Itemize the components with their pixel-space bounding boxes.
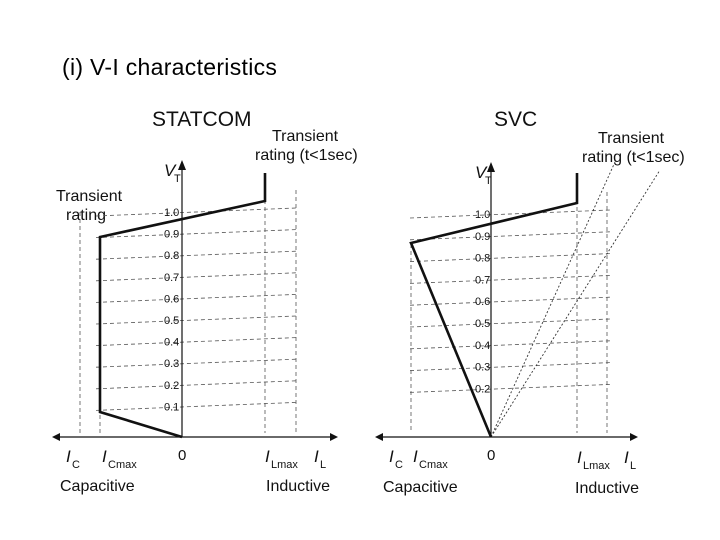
statcom-grid-line	[95, 250, 297, 260]
statcom-chart: STATCOM Transient rating (t<1sec) Transi…	[52, 108, 358, 495]
svc-icmax-main: I	[413, 447, 418, 466]
svc-grid-line	[409, 209, 611, 219]
statcom-tick-label: 0.1	[164, 401, 179, 413]
svc-tick-label: 0.9	[475, 231, 490, 243]
svc-icmax-sub: Cmax	[419, 459, 448, 471]
svc-x-arrow-left	[375, 433, 383, 441]
statcom-x-arrow-right	[330, 433, 338, 441]
statcom-inductive-label: Inductive	[266, 478, 330, 495]
svc-tick-label: 0.8	[475, 253, 490, 265]
svc-transient-right-line2: rating (t<1sec)	[582, 149, 685, 166]
statcom-tick-label: 0.5	[164, 315, 179, 327]
statcom-tick-label: 0.7	[164, 272, 179, 284]
svc-inductive-label: Inductive	[575, 480, 639, 497]
statcom-vt-main: V	[164, 161, 177, 180]
svc-grid-line	[409, 253, 611, 262]
svc-tick-label: 1.0	[475, 209, 490, 221]
svc-ic-sub: C	[395, 459, 403, 471]
svc-ilmax-main: I	[577, 448, 582, 467]
svc-grid	[409, 192, 611, 433]
statcom-tick-label: 1.0	[164, 207, 179, 219]
slide-title: (i) V-I characteristics	[62, 54, 278, 80]
statcom-transient-left-line2: rating	[66, 207, 106, 224]
statcom-vi-curve	[98, 173, 267, 439]
statcom-grid-line	[95, 229, 297, 238]
statcom-grid-line	[95, 358, 297, 368]
svc-grid-line	[409, 275, 611, 284]
statcom-icmax-main: I	[102, 447, 107, 466]
statcom-capacitive-label: Capacitive	[60, 478, 135, 495]
svc-grid-line	[409, 318, 611, 328]
svc-il-sub: L	[630, 460, 636, 472]
svc-grid-line	[409, 296, 611, 306]
statcom-tick-label: 0.6	[164, 293, 179, 305]
svc-y-arrow	[487, 162, 495, 172]
svc-il-main: I	[624, 448, 629, 467]
statcom-y-axis-label: V T	[164, 161, 181, 185]
svc-tick-label: 0.5	[475, 318, 490, 330]
svc-capacitive-label: Capacitive	[383, 479, 458, 496]
svc-transient-right-line1: Transient	[598, 130, 665, 147]
svc-grid-line	[409, 340, 611, 350]
statcom-transient-right-line1: Transient	[272, 128, 339, 145]
statcom-x-arrow-left	[52, 433, 60, 441]
statcom-tick-label: 0.3	[164, 358, 179, 370]
svc-grid-line	[409, 384, 611, 393]
statcom-grid-line	[95, 380, 297, 390]
statcom-x-labels: I C I Cmax 0 I Lmax I L	[66, 447, 326, 471]
statcom-zero: 0	[178, 447, 186, 464]
svc-zero: 0	[487, 447, 495, 464]
svc-tick-label: 0.6	[475, 296, 490, 308]
statcom-icmax-sub: Cmax	[108, 459, 137, 471]
statcom-il-sub: L	[320, 459, 326, 471]
svc-tick-label: 0.4	[475, 340, 490, 352]
svc-grid-line	[409, 231, 611, 241]
svc-vt-main: V	[475, 163, 488, 182]
statcom-tick-label: 0.2	[164, 380, 179, 392]
statcom-tick-label: 0.8	[164, 250, 179, 262]
statcom-grid-line	[95, 207, 297, 217]
statcom-tick-label: 0.9	[164, 229, 179, 241]
statcom-grid-line	[95, 315, 297, 325]
statcom-grid-line	[95, 294, 297, 303]
svc-title: SVC	[494, 108, 537, 131]
statcom-ilmax-main: I	[265, 447, 270, 466]
statcom-grid	[79, 190, 297, 433]
statcom-tick-label: 0.4	[164, 337, 179, 349]
statcom-grid-line	[95, 272, 297, 282]
statcom-vt-sub: T	[174, 173, 181, 185]
svc-grid-line	[409, 362, 611, 371]
statcom-ilmax-sub: Lmax	[271, 459, 298, 471]
svc-vi-curve	[409, 173, 579, 438]
statcom-il-main: I	[314, 447, 319, 466]
statcom-transient-left-line1: Transient	[56, 188, 123, 205]
svc-vt-sub: T	[485, 175, 492, 187]
statcom-grid-line	[95, 402, 297, 411]
svc-x-labels: I C I Cmax 0 I Lmax I L	[389, 447, 636, 472]
svc-tick-labels: 1.0 0.9 0.8 0.7 0.6 0.5 0.4 0.3 0.2	[475, 209, 490, 395]
svc-chart: SVC Transient rating (t<1sec) V T 1.0 0.9…	[375, 108, 685, 497]
svc-tick-label: 0.7	[475, 274, 490, 286]
svc-y-axis-label: V T	[475, 163, 492, 187]
svc-ic-main: I	[389, 447, 394, 466]
svc-tick-label: 0.3	[475, 362, 490, 374]
svc-dotted-line-2	[490, 169, 661, 438]
statcom-ic-main: I	[66, 447, 71, 466]
svc-ilmax-sub: Lmax	[583, 460, 610, 472]
statcom-grid-line	[95, 337, 297, 346]
svc-tick-label: 0.2	[475, 383, 490, 395]
statcom-tick-labels: 1.0 0.9 0.8 0.7 0.6 0.5 0.4 0.3 0.2 0.1	[164, 207, 179, 413]
svc-x-arrow-right	[630, 433, 638, 441]
statcom-title: STATCOM	[152, 108, 252, 131]
statcom-transient-right-line2: rating (t<1sec)	[255, 147, 358, 164]
statcom-ic-sub: C	[72, 459, 80, 471]
statcom-y-arrow	[178, 160, 186, 170]
